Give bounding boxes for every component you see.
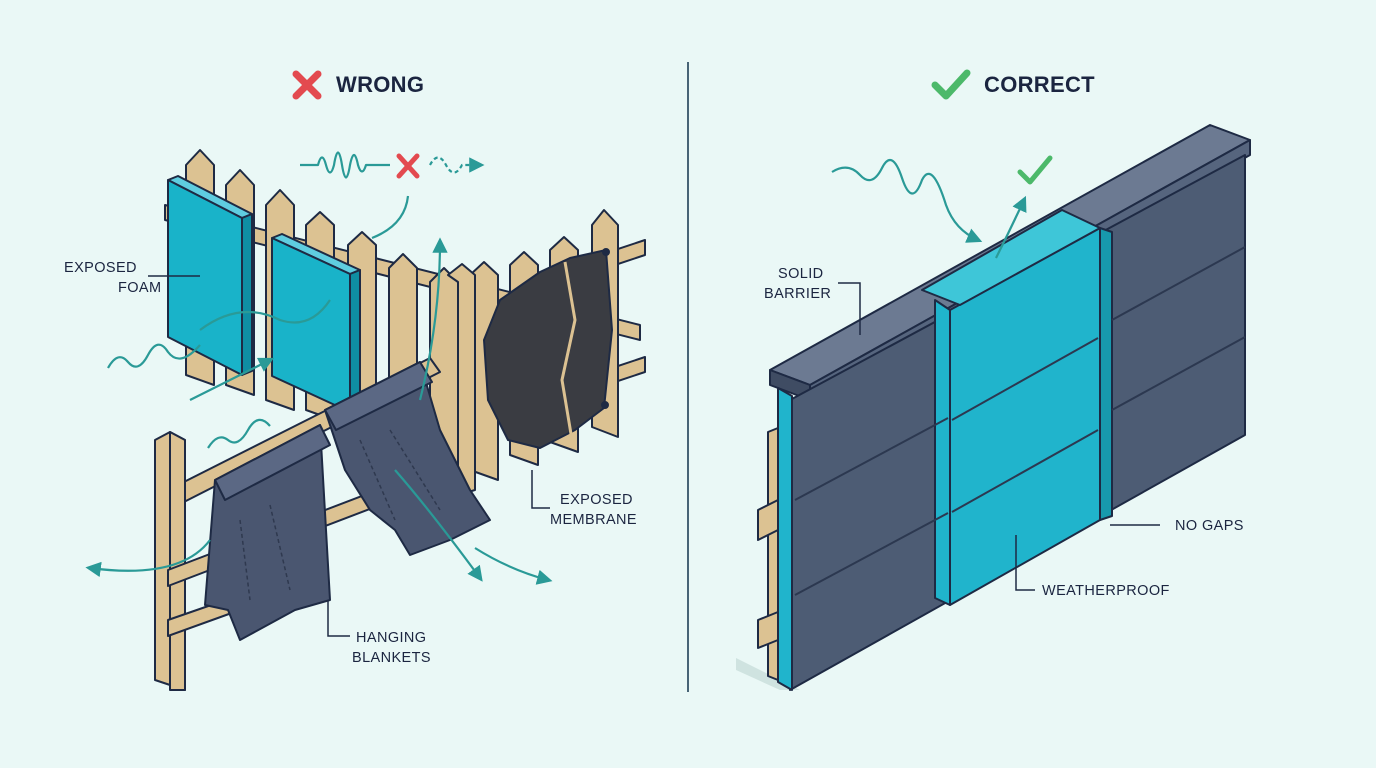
correct-heading: CORRECT xyxy=(930,68,1095,102)
sound-waves-correct xyxy=(831,158,1027,259)
callout-exposed-foam: EXPOSED FOAM xyxy=(64,260,162,296)
panel-divider xyxy=(687,62,689,692)
reflected-check-icon xyxy=(1017,155,1053,185)
hanging-blankets xyxy=(204,361,491,641)
callout-exposed-membrane: EXPOSED MEMBRANE xyxy=(550,492,637,528)
callout-no-gaps: NO GAPS xyxy=(1175,518,1244,534)
wrong-heading: WRONG xyxy=(290,68,424,102)
correct-wall-illustration xyxy=(736,124,1251,691)
wall-seams xyxy=(794,246,1246,596)
wrong-fence-illustration xyxy=(85,149,646,691)
callout-weatherproof: WEATHERPROOF xyxy=(1042,583,1170,599)
callout-solid-barrier: SOLID BARRIER xyxy=(764,266,832,302)
callout-hanging-blankets: HANGING BLANKETS xyxy=(352,630,431,666)
sound-waves-wrong xyxy=(85,151,553,585)
correct-title: CORRECT xyxy=(984,72,1095,97)
wrong-callout-leaders xyxy=(148,275,550,637)
exposed-foam-panels xyxy=(167,175,361,413)
green-check-icon xyxy=(931,69,971,100)
correct-callout-leaders xyxy=(838,282,1160,591)
exposed-membrane xyxy=(483,248,613,449)
blocked-x-icon xyxy=(396,153,420,179)
red-x-icon xyxy=(292,70,322,100)
wrong-title: WRONG xyxy=(336,72,425,97)
